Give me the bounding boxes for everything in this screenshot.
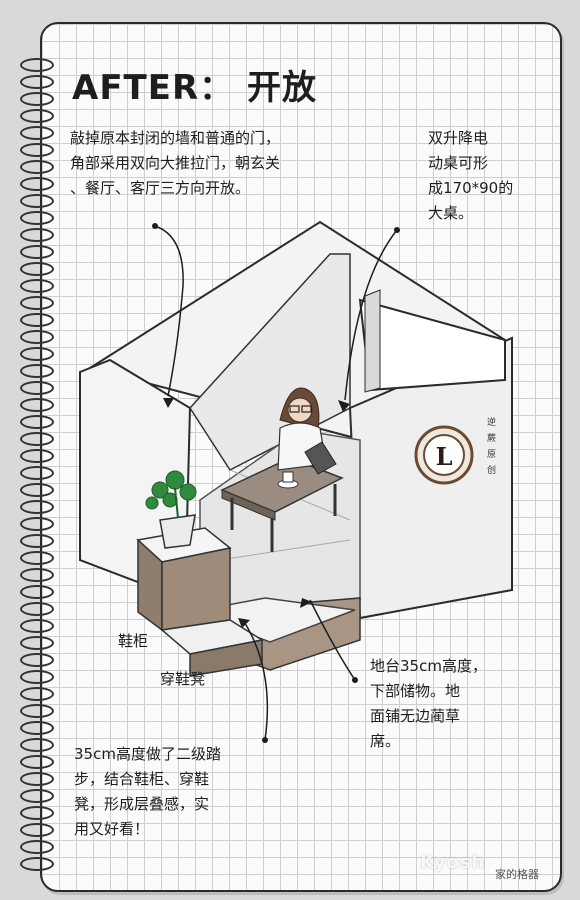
arrow-heads <box>163 398 350 628</box>
spiral-ring <box>20 279 54 293</box>
door-annotation: 敲掉原本封闭的墙和普通的门， 角部采用双向大推拉门，朝玄关 、餐厅、客厅三方向开… <box>70 129 281 197</box>
spiral-ring <box>20 534 54 548</box>
annotation-arrows <box>154 225 398 741</box>
spiral-ring <box>20 483 54 497</box>
spiral-ring <box>20 840 54 854</box>
spiral-ring <box>20 551 54 565</box>
spiral-ring <box>20 602 54 616</box>
spiral-ring <box>20 585 54 599</box>
source-credit: 家的格器 <box>495 868 539 881</box>
spiral-ring <box>20 704 54 718</box>
spiral-ring <box>20 313 54 327</box>
stamp-char-1: 逆 <box>487 416 496 428</box>
shoe-cabinet-front <box>161 547 231 631</box>
spiral-ring <box>20 449 54 463</box>
spiral-ring <box>20 806 54 820</box>
desk-arrow <box>344 229 398 401</box>
spiral-ring <box>20 296 54 310</box>
floor-arrow <box>309 599 356 681</box>
spiral-ring <box>20 721 54 735</box>
step-annotation: 35cm高度做了二级踏 步，结合鞋柜、穿鞋 凳，形成层叠感，实 用又好看！ <box>74 745 221 838</box>
spiral-ring <box>20 92 54 106</box>
spiral-ring <box>20 823 54 837</box>
spiral-ring <box>20 262 54 276</box>
stamp-char-2: 蕨 <box>487 432 496 444</box>
shoe-bench-label: 穿鞋凳 <box>160 670 206 688</box>
spiral-ring <box>20 126 54 140</box>
laptop <box>304 441 337 475</box>
spiral-ring <box>20 789 54 803</box>
spiral-ring <box>20 398 54 412</box>
step-arrow <box>242 619 269 741</box>
watermark: Kyosh <box>420 852 486 873</box>
window-frame <box>364 289 381 393</box>
spiral-ring <box>20 415 54 429</box>
spiral-ring <box>20 194 54 208</box>
logo-stamp <box>414 425 474 485</box>
spiral-ring <box>20 636 54 650</box>
logo-letter: L <box>436 442 453 471</box>
spiral-ring <box>20 857 54 871</box>
spiral-ring <box>20 500 54 514</box>
page-title: AFTER： 开放 <box>72 68 317 108</box>
spiral-ring <box>20 160 54 174</box>
spiral-ring <box>20 432 54 446</box>
spiral-ring <box>20 330 54 344</box>
plant-leaves <box>145 470 197 510</box>
spiral-ring <box>20 211 54 225</box>
spiral-ring <box>20 58 54 72</box>
spiral-ring <box>20 466 54 480</box>
spiral-ring <box>20 755 54 769</box>
spiral-ring <box>20 228 54 242</box>
spiral-ring <box>20 143 54 157</box>
stamp-char-4: 创 <box>487 464 496 476</box>
spiral-ring <box>20 568 54 582</box>
spiral-ring <box>20 619 54 633</box>
plant-pot <box>159 514 196 549</box>
spiral-ring <box>20 517 54 531</box>
shoe-cabinet-label: 鞋柜 <box>118 632 149 650</box>
door-arrow <box>154 225 184 397</box>
spiral-ring <box>20 381 54 395</box>
desk-annotation: 双升降电 动桌可形 成170*90的 大桌。 <box>428 129 514 222</box>
spiral-ring <box>20 75 54 89</box>
spiral-ring <box>20 347 54 361</box>
spiral-ring <box>20 177 54 191</box>
spiral-ring <box>20 109 54 123</box>
spiral-ring <box>20 670 54 684</box>
spiral-ring <box>20 738 54 752</box>
floor-annotation: 地台35cm高度， 下部储物。地 面铺无边蔺草 席。 <box>370 657 487 750</box>
spiral-ring <box>20 772 54 786</box>
stamp-char-3: 原 <box>487 449 496 460</box>
spiral-ring <box>20 653 54 667</box>
spiral-ring <box>20 245 54 259</box>
spiral-ring <box>20 687 54 701</box>
spiral-ring <box>20 364 54 378</box>
